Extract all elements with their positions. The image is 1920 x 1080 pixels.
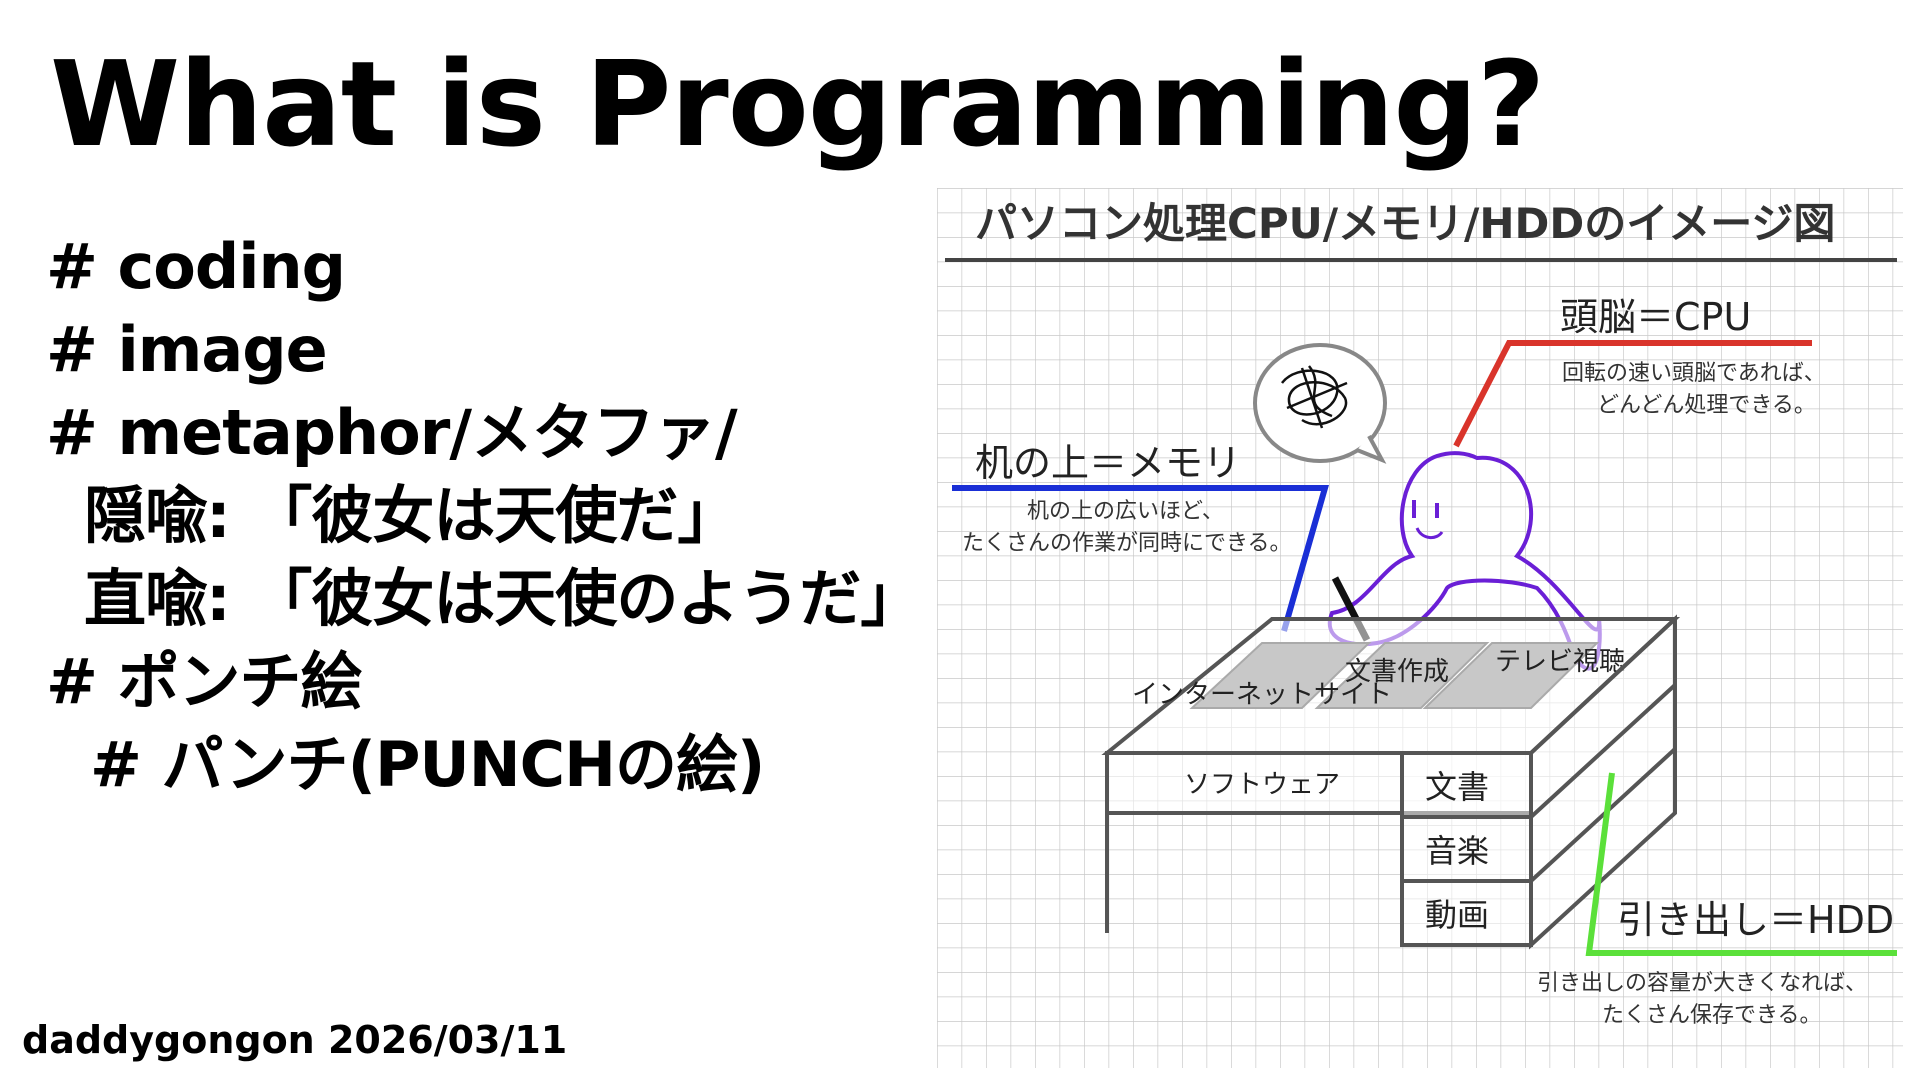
desk-side-divider-2 <box>1529 747 1677 883</box>
thought-bubble-tail <box>1356 435 1387 464</box>
bullet-image: # image <box>46 313 328 386</box>
screen-internet <box>1189 642 1372 709</box>
screen-document <box>1314 642 1490 709</box>
thought-bubble <box>1253 343 1387 463</box>
drawer-label-music: 音楽 <box>1425 832 1489 870</box>
bullet-list: # coding # image # metaphor/メタファ/ 隠喩: 「彼… <box>46 225 922 806</box>
person-chin <box>1415 527 1444 539</box>
bullet-simile-example: 直喩: 「彼女は天使のようだ」 <box>84 562 922 635</box>
hdd-label: 引き出し＝HDD <box>1617 898 1894 942</box>
memory-description-1: 机の上の広いほど、 <box>1027 499 1224 524</box>
hdd-description-1: 引き出しの容量が大きくなれば、 <box>1537 971 1867 996</box>
cpu-label: 頭脳＝CPU <box>1560 295 1751 339</box>
drawer-documents <box>1400 751 1533 819</box>
desk-side-divider-1 <box>1529 683 1677 819</box>
memory-description-2: たくさんの作業が同時にできる。 <box>962 531 1292 556</box>
computer-metaphor-diagram: パソコン処理CPU/メモリ/HDDのイメージ図 頭脳＝CPU 回転の速い頭脳であ… <box>937 188 1903 1068</box>
desk-label-internet: インターネットサイト <box>1132 680 1392 710</box>
slide-footer: daddygongon 2026/03/11 <box>22 1018 568 1062</box>
bullet-metaphor-example: 隠喩: 「彼女は天使だ」 <box>84 479 739 552</box>
desk-label-document: 文書作成 <box>1345 657 1449 687</box>
slide-title: What is Programming? <box>50 35 1545 173</box>
cpu-description-2: どんどん処理できる。 <box>1597 393 1816 418</box>
desk-label-tv: テレビ視聴 <box>1495 647 1625 677</box>
hdd-description-2: たくさん保存できる。 <box>1602 1003 1822 1028</box>
cpu-description-1: 回転の速い頭脳であれば、 <box>1562 361 1826 386</box>
memory-label: 机の上＝メモリ <box>975 441 1241 485</box>
hdd-pointer-line <box>1585 772 1897 956</box>
bullet-ponchi-e: # ポンチ絵 <box>46 645 363 718</box>
person-figure <box>1327 451 1602 671</box>
drawer-video <box>1400 879 1533 947</box>
bullet-coding: # coding <box>46 230 346 303</box>
scribble-icon <box>1281 365 1348 429</box>
memory-pointer-line <box>952 485 1329 632</box>
drawer-label-video: 動画 <box>1425 896 1489 934</box>
diagram-title: パソコン処理CPU/メモリ/HDDのイメージ図 <box>975 199 1835 248</box>
cpu-pointer-line <box>1453 340 1812 448</box>
screen-tv <box>1422 642 1600 709</box>
bullet-punch: # パンチ(PUNCHの絵) <box>90 728 765 801</box>
bullet-metaphor: # metaphor/メタファ/ <box>46 396 738 469</box>
software-label: ソフトウェア <box>1184 770 1340 800</box>
drawer-label-documents: 文書 <box>1425 768 1489 806</box>
